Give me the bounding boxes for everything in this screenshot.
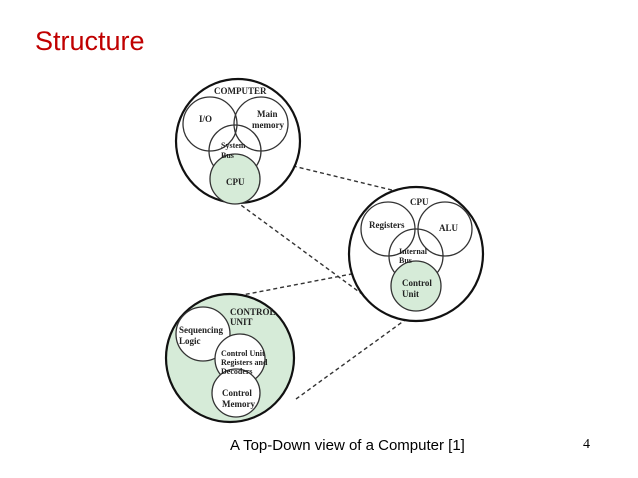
connector-cu-bottom xyxy=(295,306,424,400)
main-memory-label-1: Main xyxy=(257,109,278,119)
control-unit-label-1: CONTROL xyxy=(230,307,276,317)
registers-label: Registers xyxy=(369,220,405,230)
sequencing-logic-circle xyxy=(175,306,231,362)
page-number: 4 xyxy=(583,437,590,452)
internal-bus-label-1: Internal xyxy=(399,247,428,256)
system-bus-label-2: Bus xyxy=(221,151,234,160)
control-memory-label-2: Memory xyxy=(222,399,255,409)
internal-bus-label-2: Bus xyxy=(399,256,412,265)
control-unit-label-2: UNIT xyxy=(230,317,253,327)
computer-level: COMPUTER I/O Main memory System Bus CPU xyxy=(174,77,302,205)
io-circle xyxy=(182,96,238,152)
cpu-control-unit-label-1: Control xyxy=(402,278,432,288)
cu-registers-label-3: Decoders xyxy=(221,367,253,376)
cu-registers-label-1: Control Unit xyxy=(221,349,265,358)
cpu-level: CPU Registers ALU Internal Bus Control U… xyxy=(347,185,485,323)
slide-title: Structure xyxy=(35,26,145,56)
control-memory-label-1: Control xyxy=(222,388,252,398)
sequencing-logic-label-1: Sequencing xyxy=(179,325,224,335)
computer-cpu-circle xyxy=(209,153,261,205)
control-unit-level: CONTROL UNIT Sequencing Logic Control Un… xyxy=(164,292,296,424)
alu-label: ALU xyxy=(439,223,459,233)
cpu-control-unit-circle xyxy=(390,260,442,312)
cpu-boundary xyxy=(347,185,485,323)
sequencing-logic-label-2: Logic xyxy=(179,336,201,346)
computer-label: COMPUTER xyxy=(214,86,267,96)
main-memory-label-2: memory xyxy=(252,120,284,130)
system-bus-label-1: System xyxy=(221,141,246,150)
cu-registers-label-2: Registers and xyxy=(221,358,268,367)
cpu-label: CPU xyxy=(410,197,429,207)
io-label: I/O xyxy=(199,114,212,124)
computer-cpu-label: CPU xyxy=(226,177,245,187)
cpu-control-unit-label-2: Unit xyxy=(402,289,419,299)
connector-cpu-bottom xyxy=(229,196,363,295)
connector-cpu-top xyxy=(251,155,405,194)
control-memory-circle xyxy=(211,368,261,418)
figure-caption: A Top-Down view of a Computer [1] xyxy=(230,437,465,454)
